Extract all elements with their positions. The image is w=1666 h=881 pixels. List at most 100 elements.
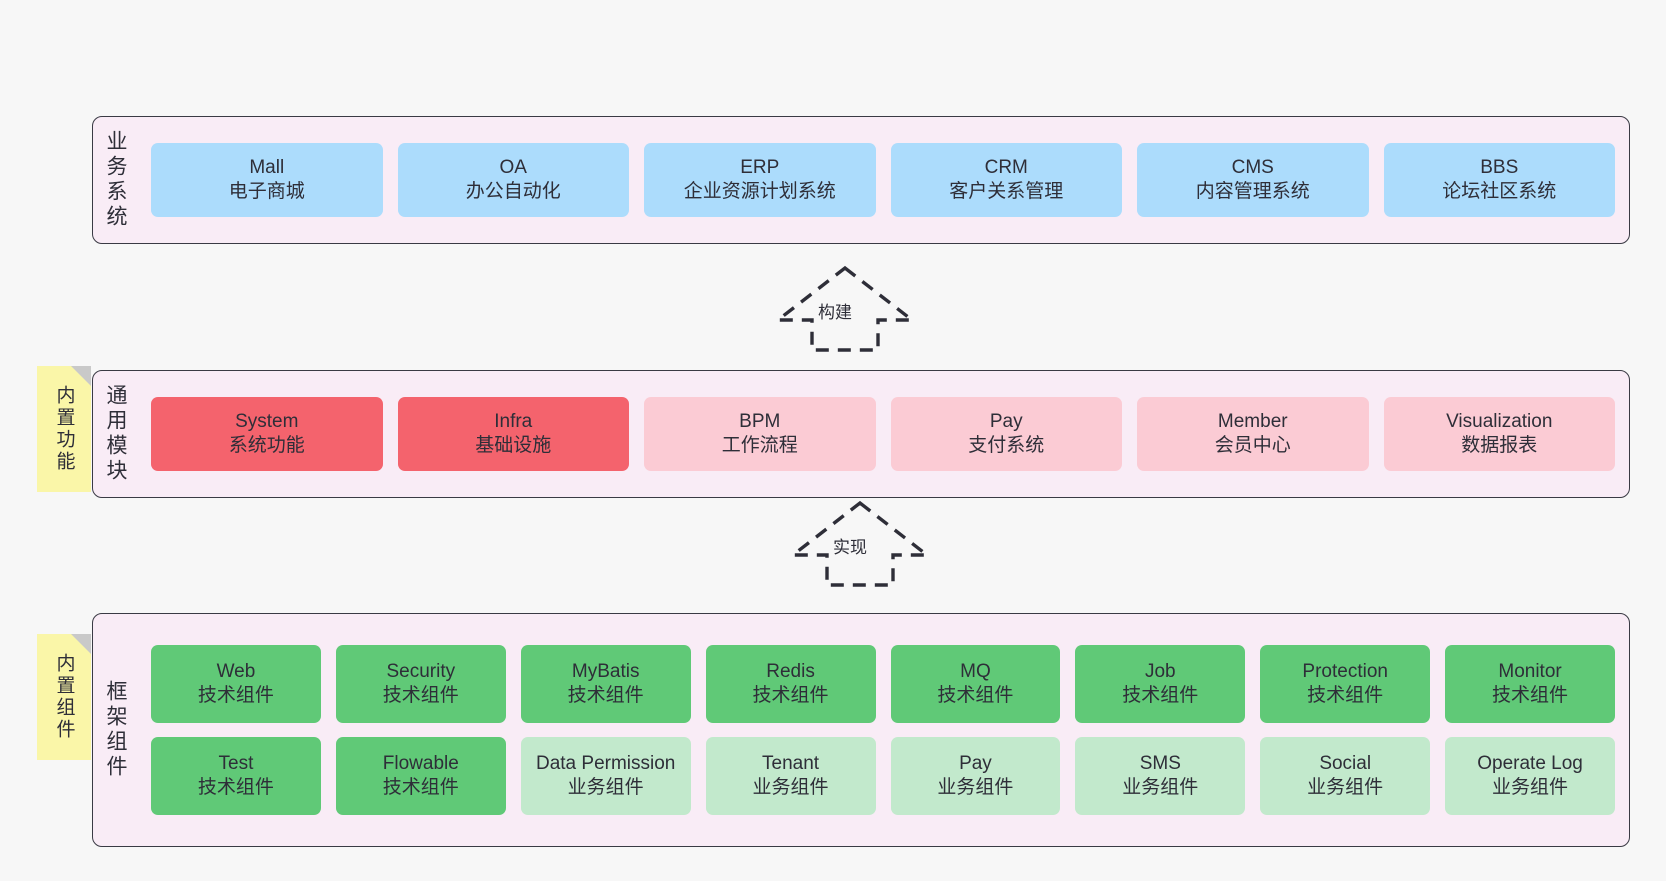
common-modules-caption: 通用模块 — [104, 384, 128, 484]
build-arrow-label: 构建 — [818, 303, 852, 322]
framework-card-mybatis[interactable]: MyBatis 技术组件 — [520, 645, 691, 723]
business-systems-row: Mall 电子商城 OA 办公自动化 ERP 企业资源计划系统 CRM 客户关系… — [151, 143, 1615, 217]
card-subtitle: 支付系统 — [968, 435, 1045, 456]
framework-card-operate-log[interactable]: Operate Log 业务组件 — [1445, 737, 1615, 815]
common-modules-row: System 系统功能 Infra 基础设施 BPM 工作流程 Pay 支付系统… — [151, 397, 1615, 471]
card-subtitle: 技术组件 — [382, 777, 459, 798]
card-subtitle: 企业资源计划系统 — [683, 181, 836, 202]
module-card-visualization[interactable]: Visualization 数据报表 — [1383, 397, 1615, 471]
sticky-note-label: 内置组件 — [53, 653, 75, 741]
build-arrow: 构建 — [770, 262, 920, 352]
business-card-cms[interactable]: CMS 内容管理系统 — [1137, 143, 1369, 217]
framework-card-mq[interactable]: MQ 技术组件 — [890, 645, 1061, 723]
card-subtitle: 论坛社区系统 — [1442, 181, 1557, 202]
card-subtitle: 办公自动化 — [465, 181, 561, 202]
framework-card-tenant[interactable]: Tenant 业务组件 — [705, 737, 876, 815]
framework-card-sms[interactable]: SMS 业务组件 — [1075, 737, 1246, 815]
framework-card-pay[interactable]: Pay 业务组件 — [890, 737, 1061, 815]
card-title: Visualization — [1446, 411, 1553, 433]
card-title: MyBatis — [571, 661, 640, 683]
framework-card-security[interactable]: Security 技术组件 — [335, 645, 506, 723]
card-subtitle: 业务组件 — [752, 777, 829, 798]
card-subtitle: 基础设施 — [475, 435, 552, 456]
card-subtitle: 业务组件 — [1122, 777, 1199, 798]
card-title: Data Permission — [535, 753, 676, 775]
business-systems-caption: 业务系统 — [104, 130, 128, 230]
business-card-crm[interactable]: CRM 客户关系管理 — [890, 143, 1122, 217]
dashed-up-arrow-icon — [773, 265, 917, 352]
card-subtitle: 内容管理系统 — [1195, 181, 1310, 202]
card-subtitle: 技术组件 — [1492, 685, 1569, 706]
card-title: Tenant — [762, 753, 820, 775]
framework-components-body: Web 技术组件 Security 技术组件 MyBatis 技术组件 Redi… — [137, 614, 1629, 846]
card-title: Protection — [1302, 661, 1388, 683]
card-title: Operate Log — [1477, 753, 1583, 775]
card-title: CRM — [984, 157, 1028, 179]
module-card-pay[interactable]: Pay 支付系统 — [890, 397, 1122, 471]
card-subtitle: 业务组件 — [567, 777, 644, 798]
framework-components-caption: 框架组件 — [104, 680, 128, 780]
card-subtitle: 技术组件 — [382, 685, 459, 706]
framework-row-technical: Web 技术组件 Security 技术组件 MyBatis 技术组件 Redi… — [151, 645, 1615, 723]
business-card-oa[interactable]: OA 办公自动化 — [397, 143, 629, 217]
card-title: Test — [218, 753, 254, 775]
card-subtitle: 客户关系管理 — [949, 181, 1064, 202]
module-card-member[interactable]: Member 会员中心 — [1137, 397, 1369, 471]
card-subtitle: 数据报表 — [1461, 435, 1538, 456]
business-systems-body: Mall 电子商城 OA 办公自动化 ERP 企业资源计划系统 CRM 客户关系… — [137, 117, 1629, 243]
framework-card-job[interactable]: Job 技术组件 — [1075, 645, 1246, 723]
module-card-system[interactable]: System 系统功能 — [151, 397, 383, 471]
card-subtitle: 工作流程 — [721, 435, 798, 456]
card-title: Redis — [766, 661, 815, 683]
card-subtitle: 会员中心 — [1214, 435, 1291, 456]
folded-corner-icon — [71, 366, 91, 386]
business-card-mall[interactable]: Mall 电子商城 — [151, 143, 383, 217]
card-title: MQ — [960, 661, 991, 683]
card-title: System — [235, 411, 299, 433]
framework-card-social[interactable]: Social 业务组件 — [1260, 737, 1431, 815]
module-card-bpm[interactable]: BPM 工作流程 — [644, 397, 876, 471]
implement-arrow: 实现 — [785, 497, 935, 587]
common-modules-band: 通用模块 System 系统功能 Infra 基础设施 BPM 工作流程 Pay… — [92, 370, 1630, 498]
framework-card-test[interactable]: Test 技术组件 — [151, 737, 321, 815]
card-title: BPM — [739, 411, 781, 433]
framework-card-redis[interactable]: Redis 技术组件 — [705, 645, 876, 723]
framework-card-flowable[interactable]: Flowable 技术组件 — [335, 737, 506, 815]
card-title: Pay — [989, 411, 1023, 433]
card-title: Security — [386, 661, 456, 683]
card-subtitle: 业务组件 — [1492, 777, 1569, 798]
card-title: Member — [1217, 411, 1288, 433]
implement-arrow-label: 实现 — [833, 538, 867, 557]
framework-card-protection[interactable]: Protection 技术组件 — [1260, 645, 1431, 723]
card-title: Flowable — [382, 753, 459, 775]
dashed-up-arrow-icon — [788, 500, 932, 587]
card-subtitle: 技术组件 — [197, 777, 274, 798]
card-subtitle: 技术组件 — [197, 685, 274, 706]
business-card-erp[interactable]: ERP 企业资源计划系统 — [644, 143, 876, 217]
framework-card-data-permission[interactable]: Data Permission 业务组件 — [520, 737, 691, 815]
framework-components-band: 框架组件 Web 技术组件 Security 技术组件 MyBatis 技术组件… — [92, 613, 1630, 847]
card-subtitle: 业务组件 — [1307, 777, 1384, 798]
module-card-infra[interactable]: Infra 基础设施 — [397, 397, 629, 471]
common-modules-body: System 系统功能 Infra 基础设施 BPM 工作流程 Pay 支付系统… — [137, 371, 1629, 497]
card-subtitle: 技术组件 — [567, 685, 644, 706]
framework-row-business: Test 技术组件 Flowable 技术组件 Data Permission … — [151, 737, 1615, 815]
sticky-note-label: 内置功能 — [53, 385, 75, 473]
card-subtitle: 技术组件 — [1307, 685, 1384, 706]
card-title: Pay — [959, 753, 992, 775]
card-subtitle: 业务组件 — [937, 777, 1014, 798]
framework-card-web[interactable]: Web 技术组件 — [151, 645, 321, 723]
folded-corner-icon — [71, 634, 91, 654]
card-subtitle: 技术组件 — [752, 685, 829, 706]
framework-card-monitor[interactable]: Monitor 技术组件 — [1445, 645, 1615, 723]
card-title: OA — [499, 157, 527, 179]
card-title: Job — [1144, 661, 1176, 683]
card-title: Social — [1319, 753, 1372, 775]
card-title: Infra — [494, 411, 533, 433]
card-subtitle: 电子商城 — [228, 181, 305, 202]
sticky-note-builtin-features: 内置功能 — [37, 366, 91, 492]
card-title: ERP — [740, 157, 780, 179]
card-subtitle: 技术组件 — [1122, 685, 1199, 706]
business-card-bbs[interactable]: BBS 论坛社区系统 — [1383, 143, 1615, 217]
card-subtitle: 系统功能 — [228, 435, 305, 456]
